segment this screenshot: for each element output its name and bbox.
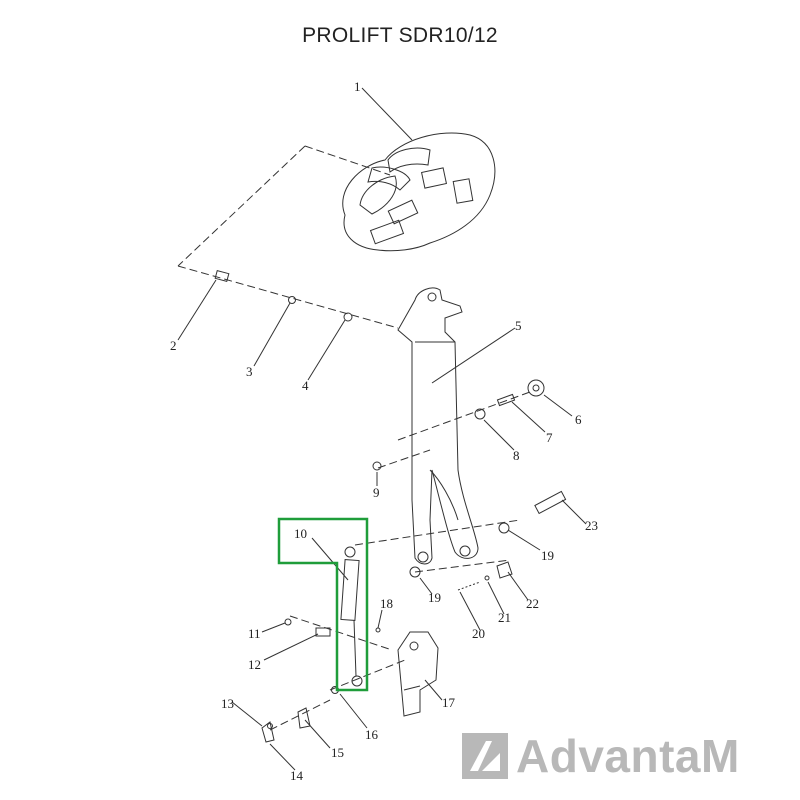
callout-13: 13 — [221, 696, 234, 711]
part-13-14-clip — [261, 721, 275, 743]
part-1-handle — [342, 132, 496, 252]
part-8-nut — [474, 408, 486, 420]
callout-8: 8 — [513, 448, 520, 463]
part-9-nut — [372, 461, 382, 471]
leader-lines — [177, 87, 587, 771]
part-5-tiller-arm — [397, 287, 479, 565]
callout-20: 20 — [472, 626, 485, 641]
callout-12: 12 — [248, 657, 261, 672]
diagram-title: PROLIFT SDR10/12 — [302, 24, 498, 47]
part-11-screw — [284, 618, 292, 626]
callout-3: 3 — [246, 364, 253, 379]
callout-23: 23 — [585, 518, 598, 533]
part-3-washer — [288, 296, 296, 304]
callout-5: 5 — [515, 318, 522, 333]
callout-1: 1 — [354, 79, 361, 94]
callout-11: 11 — [248, 626, 261, 641]
part-7-pin — [496, 393, 516, 407]
part-17-mounting-plate — [397, 631, 439, 717]
part-12-bracket — [315, 627, 331, 637]
callout-15: 15 — [331, 745, 344, 760]
callout-21: 21 — [498, 610, 511, 625]
part-19-nut-upper — [498, 522, 510, 534]
callout-19-lower: 19 — [428, 590, 441, 605]
callout-22: 22 — [526, 596, 539, 611]
logo-mark-icon — [462, 733, 508, 779]
callout-9: 9 — [373, 485, 380, 500]
callout-7: 7 — [546, 430, 553, 445]
part-2-bolt — [214, 269, 230, 283]
part-6-roller — [527, 379, 545, 397]
callout-14: 14 — [290, 768, 304, 783]
part-18-pin — [375, 627, 381, 633]
advantam-logo: AdvantaM — [462, 728, 792, 784]
assembly-lines — [177, 145, 531, 731]
callout-6: 6 — [575, 412, 582, 427]
callout-2: 2 — [170, 338, 177, 353]
part-4-washer — [343, 312, 353, 322]
highlight-frame — [277, 517, 369, 692]
callout-18: 18 — [380, 596, 393, 611]
part-19-nut-lower — [409, 566, 421, 578]
part-10-gas-spring — [340, 546, 363, 687]
callout-labels: 1 2 3 4 5 6 7 8 9 10 11 12 13 14 15 16 1… — [170, 79, 598, 783]
callout-16: 16 — [365, 727, 379, 742]
part-23-shaft — [534, 490, 567, 515]
logo-text: AdvantaM — [516, 730, 740, 782]
callout-4: 4 — [302, 378, 309, 393]
part-20-spring — [457, 581, 481, 591]
part-21-pin — [484, 575, 490, 581]
callout-10: 10 — [294, 526, 307, 541]
part-22-clip — [496, 561, 513, 579]
callout-19-upper: 19 — [541, 548, 554, 563]
callout-17: 17 — [442, 695, 456, 710]
